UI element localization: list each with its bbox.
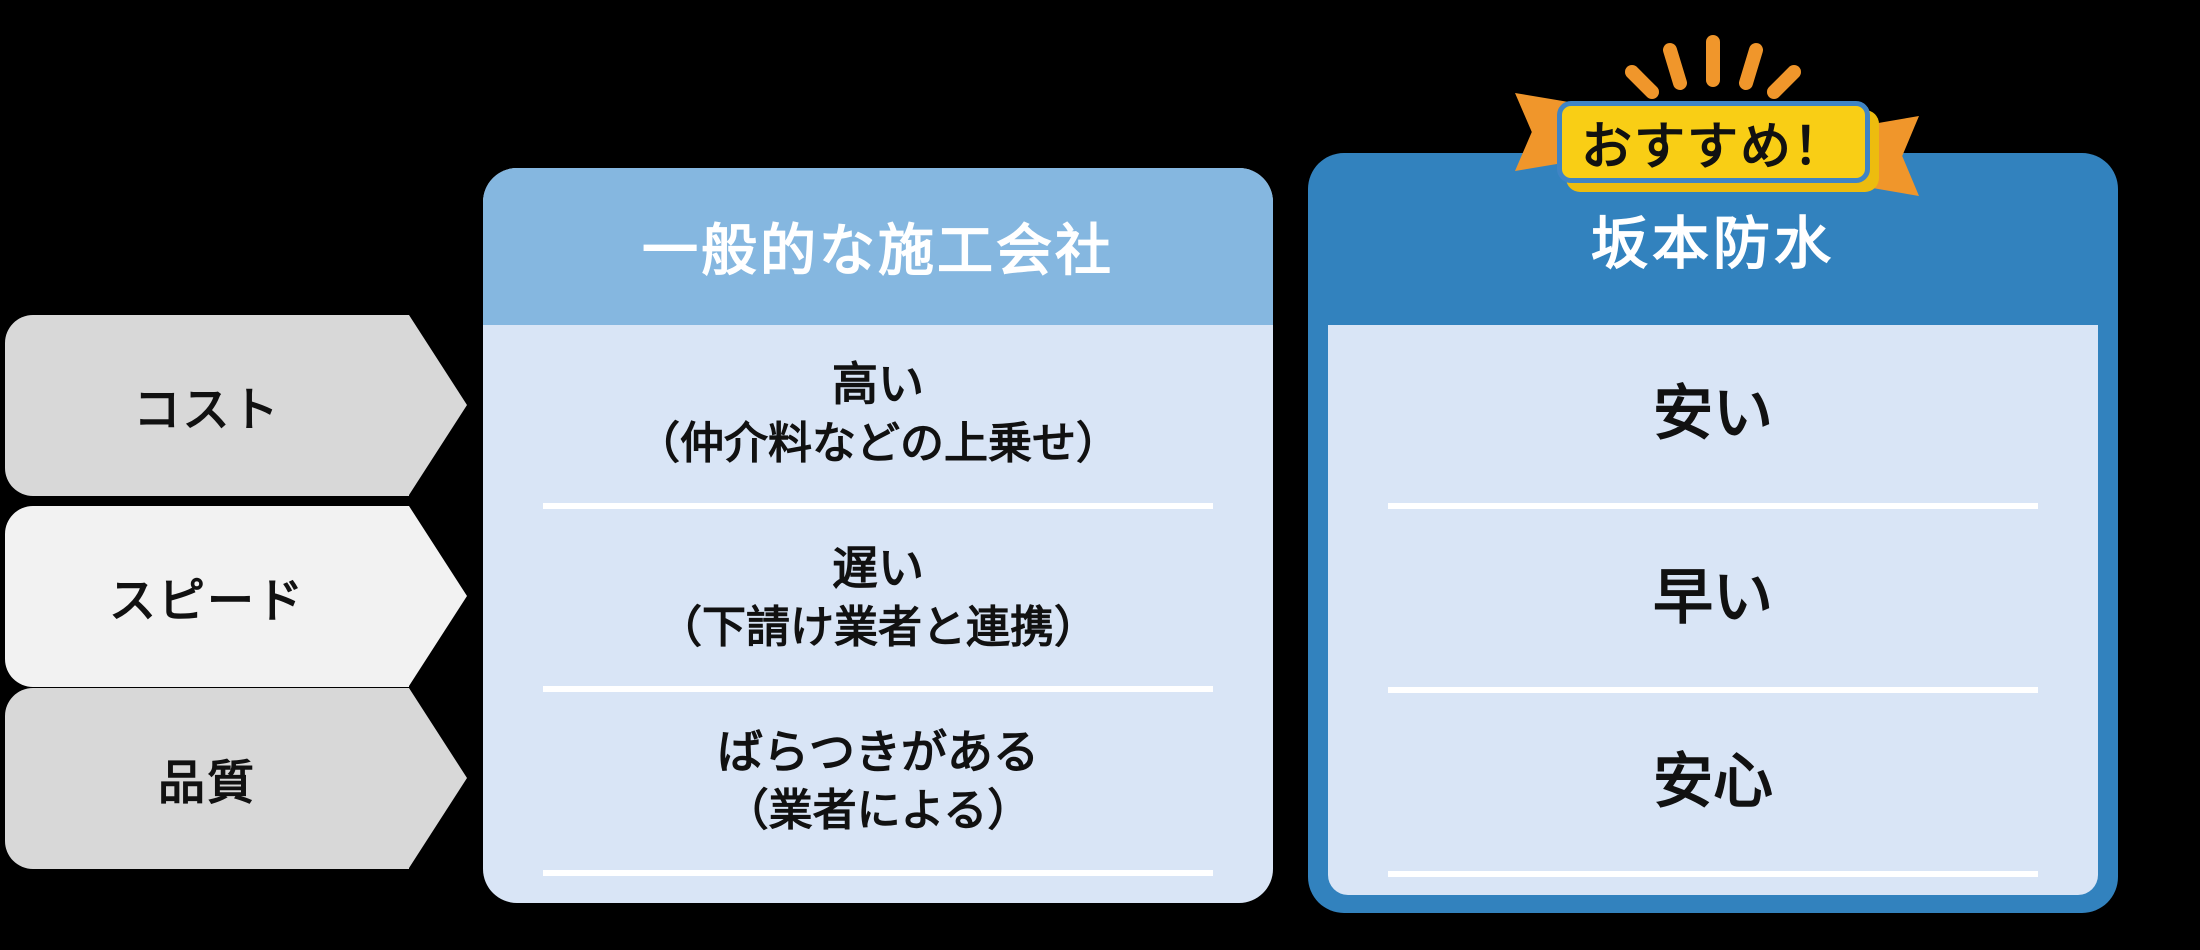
general-quality-cell: ばらつきがある （業者による） — [543, 692, 1213, 877]
sakamoto-title: 坂本防水 — [1591, 212, 1835, 276]
sakamoto-header: 坂本防水 — [1308, 153, 2118, 325]
sakamoto-quality-cell: 安心 — [1388, 693, 2038, 877]
general-quality-note: （業者による） — [724, 786, 1032, 836]
recommend-ribbon-badge: おすすめ！ — [1557, 101, 1870, 183]
general-company-body: 高い （仲介料などの上乗せ） 遅い （下請け業者と連携） ばらつきがある （業者… — [483, 325, 1273, 903]
criteria-chip-speed: スピード — [5, 506, 467, 687]
general-quality-value: ばらつきがある — [717, 725, 1039, 778]
general-company-header: 一般的な施工会社 — [483, 168, 1273, 325]
criteria-label-quality: 品質 — [158, 756, 256, 809]
general-cost-cell: 高い （仲介料などの上乗せ） — [543, 325, 1213, 509]
criteria-label-cost: コスト — [133, 383, 281, 436]
general-speed-cell: 遅い （下請け業者と連携） — [543, 509, 1213, 693]
general-company-column: 一般的な施工会社 高い （仲介料などの上乗せ） 遅い （下請け業者と連携） ばら… — [483, 168, 1273, 903]
sakamoto-column: 坂本防水 安い 早い 安心 — [1308, 153, 2118, 913]
recommend-badge-label: おすすめ！ — [1580, 118, 1846, 175]
general-speed-note: （下請け業者と連携） — [658, 602, 1098, 652]
general-cost-note: （仲介料などの上乗せ） — [636, 419, 1120, 469]
criteria-label-speed: スピード — [109, 574, 305, 627]
sakamoto-speed-value: 早い — [1653, 564, 1773, 631]
criteria-chip-cost: コスト — [5, 315, 467, 496]
sakamoto-quality-value: 安心 — [1653, 748, 1773, 815]
sparkle-rays-icon — [1625, 35, 1801, 99]
sakamoto-cost-value: 安い — [1653, 380, 1773, 447]
general-cost-value: 高い — [832, 358, 924, 411]
sakamoto-cost-cell: 安い — [1388, 325, 2038, 509]
general-company-title: 一般的な施工会社 — [642, 219, 1114, 282]
sakamoto-speed-cell: 早い — [1388, 509, 2038, 693]
general-speed-value: 遅い — [832, 542, 924, 595]
criteria-chip-quality: 品質 — [5, 688, 467, 869]
sakamoto-body: 安い 早い 安心 — [1328, 325, 2098, 895]
